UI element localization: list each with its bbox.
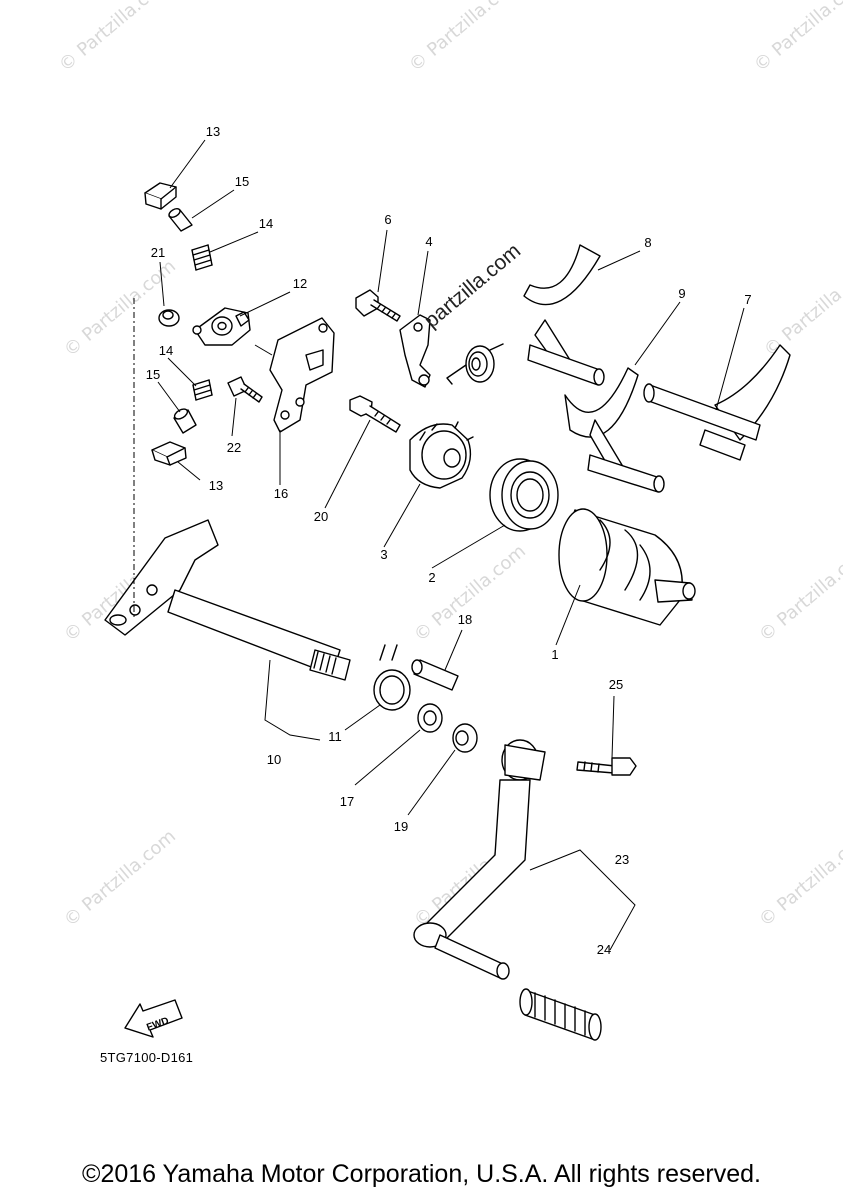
diagram-part-code: 5TG7100-D161 xyxy=(100,1050,194,1065)
callout-7: 7 xyxy=(744,292,751,307)
callout-15: 15 xyxy=(146,367,160,382)
callout-22: 22 xyxy=(227,440,241,455)
part-8-shift-fork xyxy=(523,244,605,386)
callout-18: 18 xyxy=(458,612,472,627)
part-16-segment xyxy=(269,317,335,433)
part-11-spring xyxy=(373,644,411,711)
part-6-bolt xyxy=(355,289,401,322)
callout-25: 25 xyxy=(609,677,623,692)
callout-15: 15 xyxy=(235,174,249,189)
callout-24: 24 xyxy=(597,942,611,957)
part-17-washer xyxy=(417,703,443,733)
callout-21: 21 xyxy=(151,245,165,260)
part-1-shift-cam xyxy=(558,508,696,626)
part-14-spring xyxy=(192,379,213,401)
part-10-shift-shaft xyxy=(104,519,351,681)
copyright-notice: ©2016 Yamaha Motor Corporation, U.S.A. A… xyxy=(82,1160,761,1188)
callout-4: 4 xyxy=(425,234,432,249)
callout-13: 13 xyxy=(209,478,223,493)
callout-16: 16 xyxy=(274,486,288,501)
part-13-pad xyxy=(151,441,187,466)
part-4-lever xyxy=(399,314,431,388)
part-12-stopper-lever xyxy=(192,307,251,346)
callout-14: 14 xyxy=(159,343,173,358)
part-24-pedal-rubber xyxy=(519,988,602,1041)
callout-23: 23 xyxy=(615,852,629,867)
callout-1: 1 xyxy=(551,647,558,662)
part-2-bearing xyxy=(489,458,559,532)
callout-9: 9 xyxy=(678,286,685,301)
part-22-bolt xyxy=(227,376,263,403)
part-9-shift-fork xyxy=(564,367,665,493)
callout-19: 19 xyxy=(394,819,408,834)
part-15-pin xyxy=(168,208,193,232)
callout-3: 3 xyxy=(380,547,387,562)
part-15-pin xyxy=(173,408,197,434)
callout-13: 13 xyxy=(206,124,220,139)
callout-8: 8 xyxy=(644,235,651,250)
part-21-circlip xyxy=(158,309,180,327)
part-torsion-spring xyxy=(446,343,504,385)
part-19-bush xyxy=(452,723,478,753)
callout-12: 12 xyxy=(293,276,307,291)
callout-2: 2 xyxy=(428,570,435,585)
part-18-pin xyxy=(411,659,459,691)
callout-11: 11 xyxy=(328,729,342,744)
callout-17: 17 xyxy=(340,794,354,809)
leader-lines xyxy=(157,139,745,951)
fwd-arrow-icon: FWD xyxy=(124,999,183,1038)
callout-14: 14 xyxy=(259,216,273,231)
callout-10: 10 xyxy=(267,752,281,767)
part-14-spring xyxy=(191,244,213,271)
part-3-segment xyxy=(409,421,474,489)
part-25-bolt xyxy=(576,757,637,776)
part-7-shift-fork xyxy=(643,344,791,461)
part-23-shift-pedal xyxy=(413,739,546,980)
part-20-pin xyxy=(349,395,401,433)
part-13-pad xyxy=(144,182,177,210)
callout-6: 6 xyxy=(384,212,391,227)
callout-20: 20 xyxy=(314,509,328,524)
